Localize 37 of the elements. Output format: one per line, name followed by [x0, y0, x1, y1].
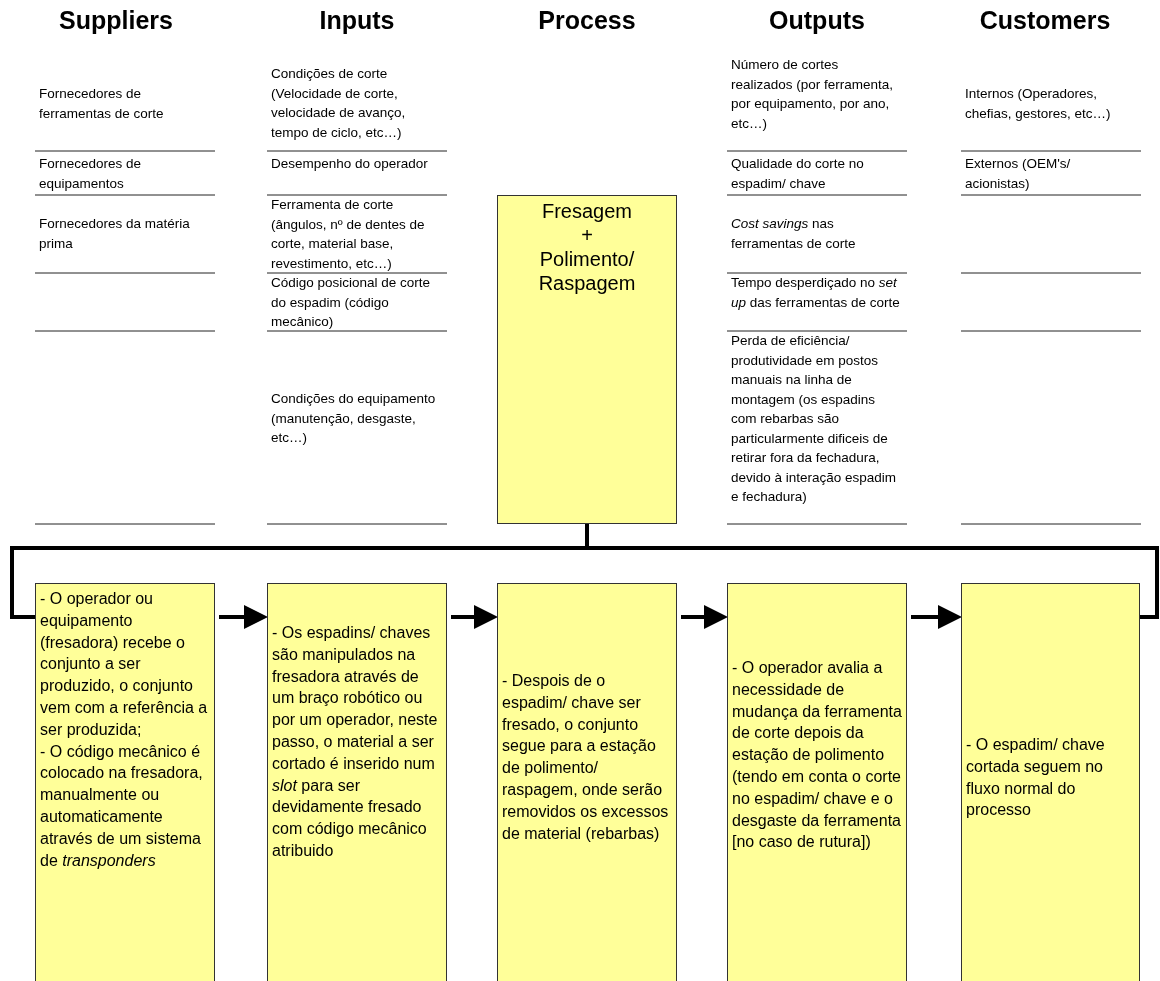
column-heading: Outputs	[768, 6, 866, 35]
table-cell-text: Fornecedores de equipamentos	[38, 155, 143, 193]
step-box	[35, 583, 215, 981]
column-heading: Suppliers	[58, 6, 174, 35]
column-heading: Process	[537, 6, 637, 35]
step-description: - O operador ou equipamento (fresadora) recebe o conjunto a ser produzido, o conjunto vem com a referência a ser produzida;	[40, 589, 209, 740]
table-cell-text: Condições de corte (Velocidade de corte, velocidade de avanço, tempo de ciclo, etc…)	[270, 65, 407, 142]
table-cell-text: Internos (Operadores, chefias, gestores, etc…)	[964, 85, 1112, 123]
table-cell-text: Código posicional de corte do espadim (código mecânico)	[270, 274, 432, 331]
table-cell-text: Condições do equipamento (manutenção, desgaste, etc…)	[270, 390, 437, 447]
step-description: - O operador avalia a necessidade de mudança da ferramenta de corte depois da estação de polimento (tendo em conta o corte no espadim/ chave e o desgaste da ferramenta [no caso de rutura])	[732, 658, 902, 853]
process-title: Fresagem + Polimento/ Raspagem	[537, 199, 637, 295]
arrow	[911, 605, 962, 629]
table-cell-text: Qualidade do corte no espadim/ chave	[730, 155, 865, 193]
table-cell-text: Ferramenta de corte (ângulos, nº de dentes de corte, material base, revestimento, etc…)	[270, 196, 426, 273]
step-box	[497, 583, 677, 981]
step-box	[267, 583, 447, 981]
arrow	[219, 605, 268, 629]
step-description: - O espadim/ chave cortada seguem no fluxo normal do processo	[966, 735, 1106, 821]
arrow	[451, 605, 498, 629]
table-cell-text: Tempo desperdiçado no set up das ferramentas de corte	[730, 274, 901, 312]
table-cell-text: Perda de eficiência/ produtividade em postos manuais na linha de montagem (os espadins com rebarbas são particularmente dificeis de retirar fora da fechadura, devido à interação espadim e fechadura)	[730, 332, 898, 506]
process-box	[497, 195, 677, 524]
table-cell-text: Fornecedores de ferramentas de corte	[38, 85, 165, 123]
step-box	[727, 583, 907, 981]
table-cell-text: Fornecedores da matéria prima	[38, 215, 191, 253]
column-heading: Inputs	[318, 6, 396, 35]
step-description: - O código mecânico é colocado na fresadora, manualmente ou automaticamente através de um sistema de transponders	[40, 741, 204, 871]
step-box	[961, 583, 1140, 981]
step-description: - Despois de o espadim/ chave ser fresado, o conjunto segue para a estação de polimento/ raspagem, onde serão removidos os excessos de material (rebarbas)	[502, 671, 670, 844]
table-cell-text: Número de cortes realizados (por ferramenta, por equipamento, por ano, etc…)	[730, 56, 895, 133]
column-heading: Customers	[978, 6, 1112, 35]
step-description: - Os espadins/ chaves são manipulados na fresadora através de um braço robótico ou por um operador, neste passo, o material a ser cortado é inserido num slot para ser devidamente fresado com código mecânico atribuido	[272, 623, 439, 861]
table-cell-text: Externos (OEM's/ acionistas)	[964, 155, 1072, 193]
table-cell-text: Desempenho do operador	[270, 155, 429, 173]
arrow	[681, 605, 728, 629]
table-cell-text: Cost savings nas ferramentas de corte	[730, 215, 857, 253]
